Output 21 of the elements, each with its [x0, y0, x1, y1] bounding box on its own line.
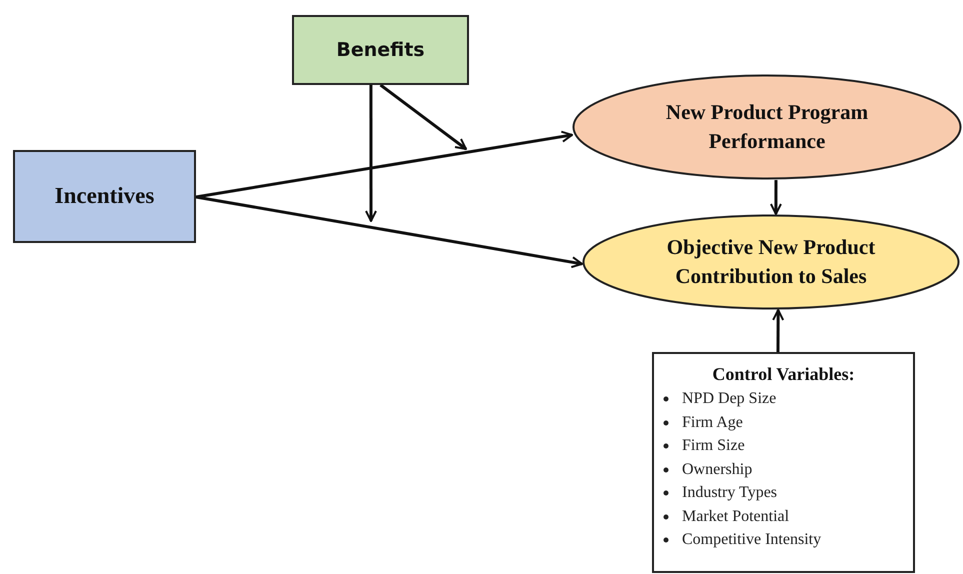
list-item: Industry Types: [682, 483, 778, 503]
benefits-box: [292, 15, 469, 85]
node-label: Incentives: [54, 182, 154, 210]
list-item: Market Potential: [682, 506, 790, 526]
list-item: Firm Age: [682, 412, 743, 432]
list-heading: Control Variables:: [712, 364, 855, 385]
arrow: [196, 195, 583, 268]
list-item: Ownership: [682, 460, 752, 480]
node-label: New Product Program Performance: [664, 98, 870, 155]
node-label: Benefits: [336, 38, 425, 63]
list-item: Competitive Intensity: [682, 530, 822, 550]
arrow: [380, 84, 467, 150]
node-label: Objective New Product Contribution to Sales: [666, 234, 876, 290]
control-variables-box: [652, 352, 915, 573]
incentives-box: [13, 150, 196, 243]
arrow: [196, 130, 573, 198]
arrow: [770, 180, 782, 215]
arrow: [365, 85, 377, 222]
list-item: Firm Size: [682, 436, 745, 456]
list-item: NPD Dep Size: [682, 389, 776, 409]
arrow: [772, 309, 784, 352]
